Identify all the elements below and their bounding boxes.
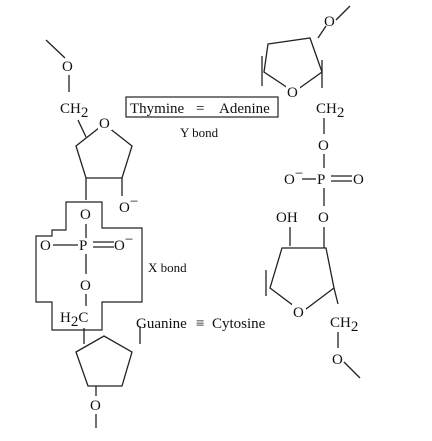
base-pair-bottom: Guanine ≡ Cytosine: [136, 316, 266, 332]
ring-2-pentagon: [263, 37, 323, 93]
ring-1-oxygen: O: [99, 116, 110, 132]
o-minus-left-label: O−: [119, 194, 138, 216]
o-bottom-label: O: [90, 398, 101, 414]
sugar-ring-1: O: [75, 114, 133, 200]
sugar-ring-2: O: [261, 37, 323, 101]
p-right-label: P: [317, 172, 325, 188]
ring-3-pentagon: [269, 247, 335, 313]
thymine-label: Thymine: [130, 101, 184, 117]
ch2-right-label: CH2: [316, 101, 344, 121]
o-phos-left-top-label: O: [80, 207, 91, 223]
o-phos-right-side-label: O−: [284, 166, 303, 188]
ring3-ch2-bond: [333, 287, 339, 305]
sugar-ring-4: O: [75, 326, 141, 428]
guanine-label: Guanine: [136, 316, 187, 332]
top-left-bond: [45, 39, 66, 59]
oh-right-label: OH: [276, 210, 298, 226]
o-phos-left-bottom-label: O: [80, 278, 91, 294]
left-strand-top: O CH2: [45, 39, 88, 138]
ring-3-oxygen: O: [293, 305, 304, 321]
o-phos-right-top-label: O: [318, 138, 329, 154]
right-strand-bottom: CH2 O: [330, 315, 361, 379]
o-top-left-label: O: [62, 59, 73, 75]
top-bond-symbol: =: [196, 101, 204, 117]
ch2-left-label: CH2: [60, 101, 88, 121]
o-phos-left-double-label: O−: [114, 232, 133, 254]
sugar-ring-3: O: [265, 247, 339, 321]
o-ring2-bond: [317, 25, 327, 39]
x-bond-label: X bond: [148, 260, 187, 275]
o-right-bottom-tail: [343, 361, 361, 379]
right-strand-top: O: [317, 5, 351, 39]
o-phos-left-side-label: O: [40, 238, 51, 254]
ch2-ring1-bond: [77, 119, 87, 138]
h2c-label: H2C: [60, 310, 88, 330]
bottom-bond-symbol: ≡: [196, 316, 204, 332]
o-phos-right-double-label: O: [353, 172, 364, 188]
ring-4-pentagon: [75, 335, 133, 387]
o-top-right-label: O: [324, 14, 335, 30]
ch2-right-bottom-label: CH2: [330, 315, 358, 335]
ring-2-oxygen: O: [287, 85, 298, 101]
ring-1-pentagon: [75, 123, 133, 179]
x-bond-outline: [35, 201, 143, 331]
top-right-bond: [335, 5, 351, 21]
base-pair-top: Thymine = Adenine Y bond: [125, 96, 279, 140]
y-bond-label: Y bond: [180, 125, 219, 140]
o-phos-right-bottom-label: O: [318, 210, 329, 226]
thymine-adenine-box: [125, 96, 279, 118]
left-phosphate: O O− O P O− O H2C X bond: [35, 194, 187, 331]
right-phosphate: O O− P O OH O: [276, 118, 364, 248]
o-right-bottom-label: O: [332, 352, 343, 368]
cytosine-label: Cytosine: [212, 316, 266, 332]
adenine-label: Adenine: [219, 101, 270, 117]
p-left-label: P: [79, 238, 87, 254]
